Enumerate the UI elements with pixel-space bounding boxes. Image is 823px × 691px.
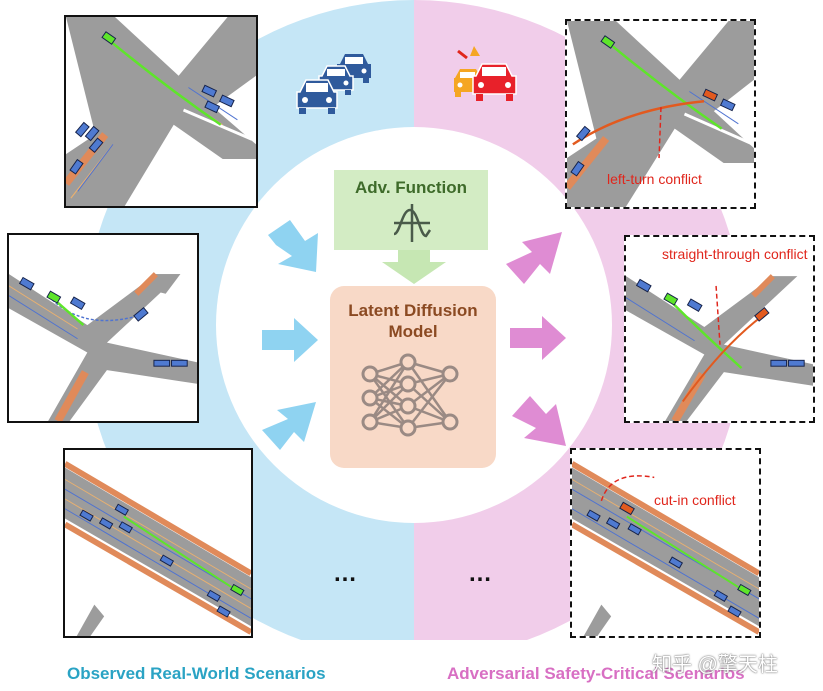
adversarial-scenario-1: left-turn conflict (565, 19, 756, 209)
adversarial-caption: Adversarial Safety-Critical Scenarios (447, 664, 745, 683)
left-turn-conflict-label: left-turn conflict (607, 171, 702, 187)
input-arrows (262, 220, 318, 450)
pink-arrow-lower (512, 396, 566, 446)
observed-scenario-3-map (65, 461, 251, 636)
straight-through-conflict-label: straight-through conflict (662, 246, 808, 262)
sine-curve-icon (393, 204, 432, 242)
observed-scenario-2-map (9, 272, 197, 421)
more-adversarial-ellipsis: … (468, 560, 493, 587)
observed-caption: Observed Real-World Scenarios (67, 664, 326, 683)
blue-arrow-lower (262, 402, 316, 450)
blue-arrow-middle (262, 318, 318, 362)
car-queue-icon (296, 54, 371, 114)
adv-function-title: Adv. Function (354, 178, 468, 197)
adversarial-scenario-2: straight-through conflict (624, 235, 815, 423)
latent-diffusion-model-box: Latent Diffusion Model (330, 286, 496, 468)
car-crash-icon (454, 46, 517, 101)
output-arrows (506, 232, 566, 446)
observed-scenario-1-map (66, 17, 256, 206)
blue-arrow-upper (268, 220, 318, 272)
latent-diffusion-model-title: Latent Diffusion Model (348, 301, 478, 341)
watermark: 知乎 @擎天柱 (652, 654, 778, 676)
adv-function-box: Adv. Function (334, 170, 488, 250)
observed-scenario-3 (63, 448, 253, 638)
observed-scenario-1 (64, 15, 258, 208)
adversarial-scenario-3-map (572, 461, 759, 636)
more-observed-ellipsis: … (333, 560, 358, 587)
left-bottom-gap (0, 640, 823, 691)
observed-scenario-2 (7, 233, 199, 423)
adversarial-scenario-3: cut-in conflict (570, 448, 761, 638)
pink-arrow-upper (506, 232, 562, 284)
green-down-arrow (382, 250, 446, 284)
adversarial-scenario-2-map (626, 274, 813, 421)
adversarial-scenario-1-map (567, 21, 754, 207)
cut-in-conflict-label: cut-in conflict (654, 492, 736, 508)
pink-arrow-middle (510, 316, 566, 360)
neural-network-icon (361, 353, 459, 437)
vehicles (69, 31, 235, 175)
